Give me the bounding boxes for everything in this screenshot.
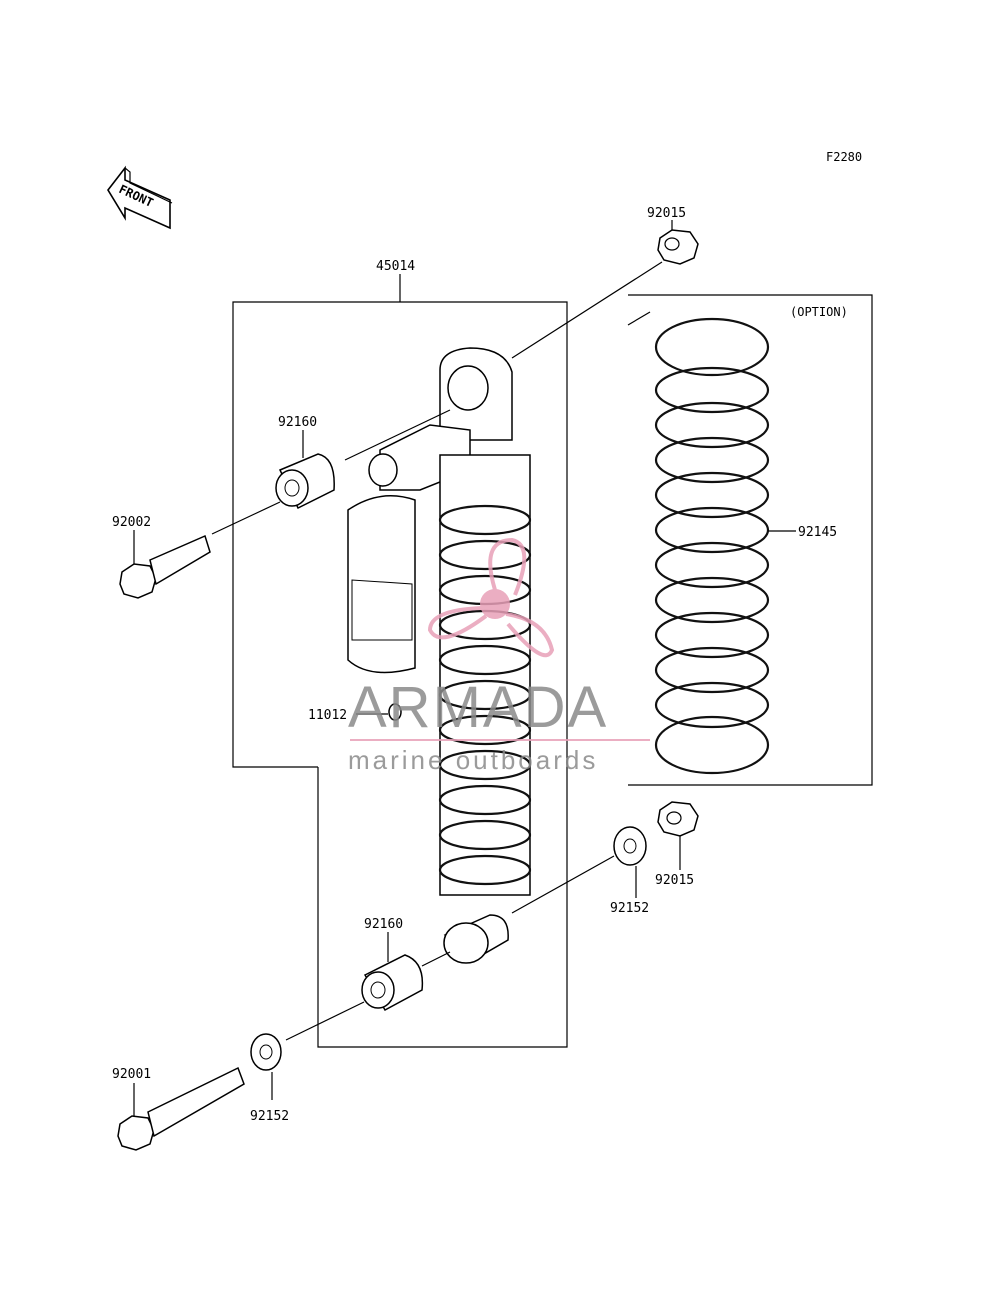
front-arrow-icon: FRONT [107,165,173,230]
watermark-tagline: marine outboards [348,745,598,775]
option-box [628,294,873,786]
right-washer [613,826,647,866]
watermark-brand: ARMADA [348,675,608,740]
label-92152-right: 92152 [610,901,649,916]
label-92160-upper: 92160 [278,415,317,430]
lower-nut [657,801,699,837]
upper-nut [657,229,699,265]
lower-bolt [117,1066,245,1151]
lower-collar [361,954,424,1012]
lower-bushing [443,914,509,964]
label-45014: 45014 [376,259,415,274]
figure-code: F2280 [826,150,862,164]
shock-spring [438,454,532,896]
label-92001: 92001 [112,1067,151,1082]
option-spring [654,317,770,775]
option-label: (OPTION) [790,305,848,319]
assembly-bracket [232,301,568,1048]
upper-collar [275,453,335,510]
label-92015-upper: 92015 [647,206,686,221]
label-92015-lower: 92015 [655,873,694,888]
label-92152-lower: 92152 [250,1109,289,1124]
reservoir [347,495,416,674]
lower-washer [250,1033,282,1071]
label-92002: 92002 [112,515,151,530]
valve [388,703,402,721]
label-11012: 11012 [308,708,347,723]
armada-watermark: ARMADA marine outboards [348,537,650,775]
upper-bolt [119,534,211,599]
label-92145: 92145 [798,525,837,540]
label-92160-lower: 92160 [364,917,403,932]
propeller-logo-icon [427,537,555,658]
